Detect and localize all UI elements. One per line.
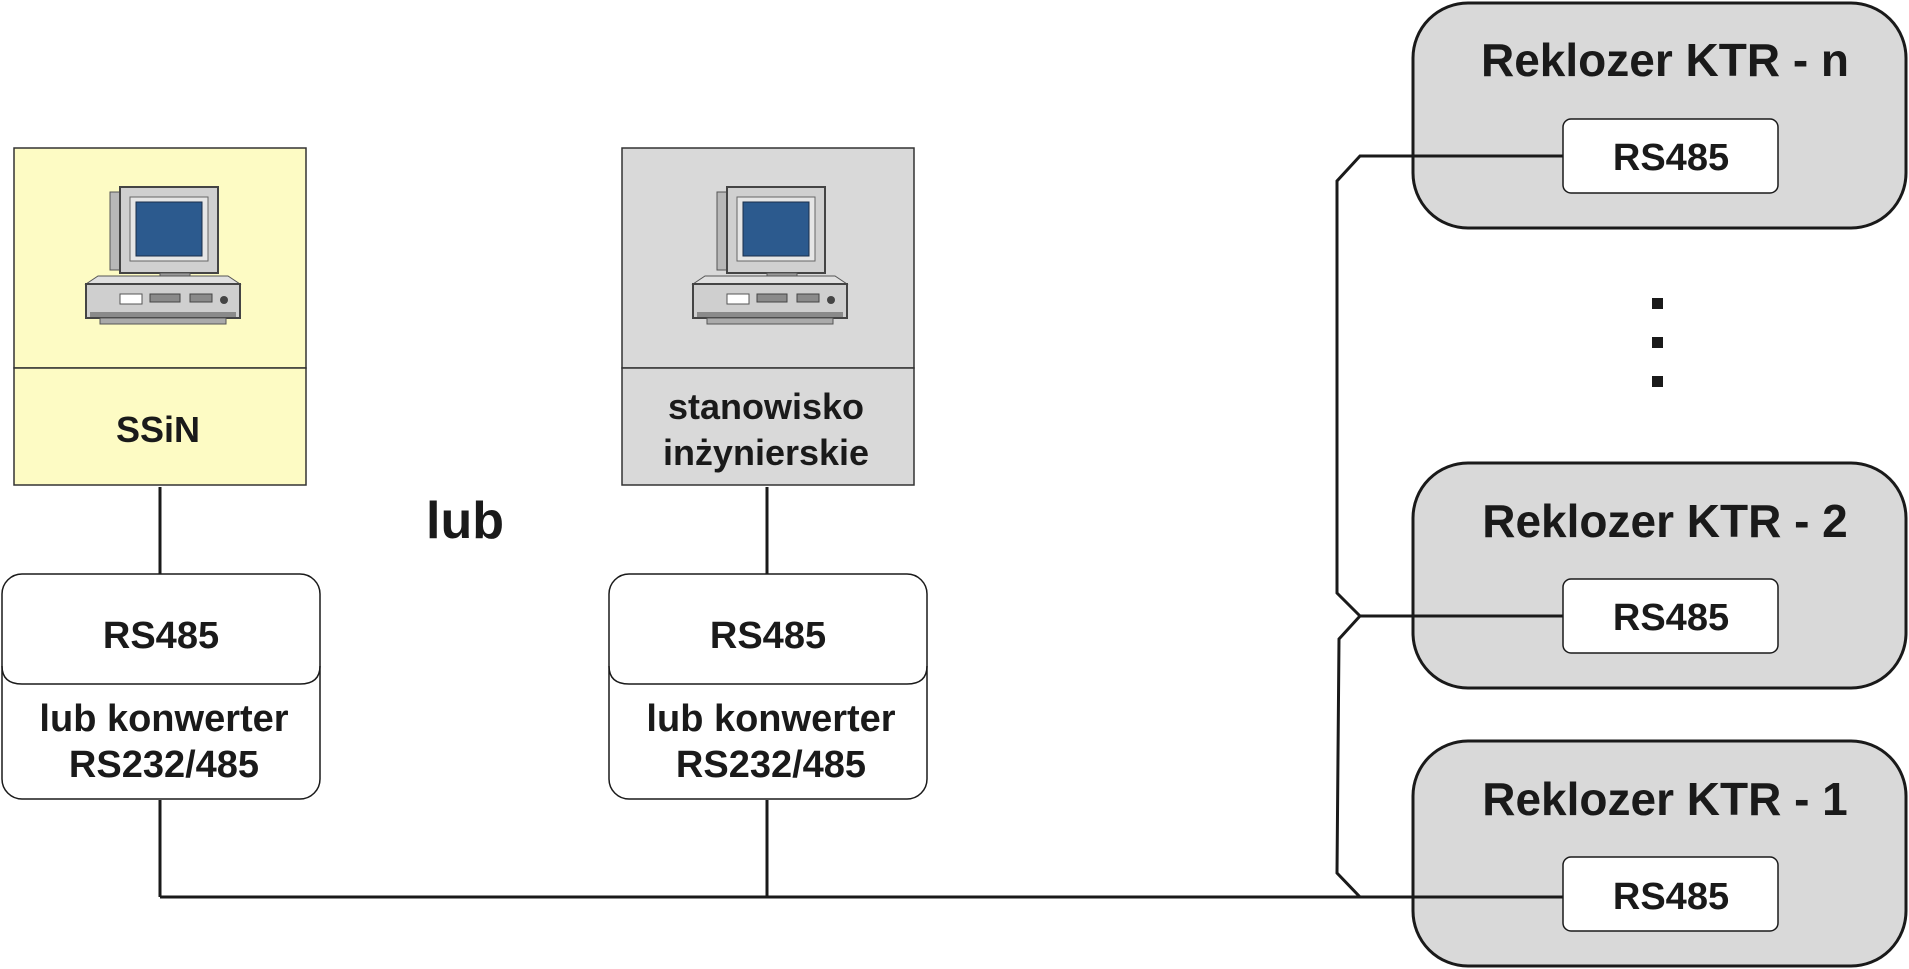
converter-2-alt-line1: lub konwerter: [646, 698, 895, 740]
reklozer-n-title: Reklozer KTR - n: [1481, 34, 1849, 86]
eng-label-line2: inżynierskie: [663, 432, 869, 473]
converter-2-divider: [608, 665, 928, 685]
converter-1-rs485: RS485: [103, 615, 219, 657]
converter-2-alt-line2: RS232/485: [676, 744, 866, 786]
converter-1-box: [1, 573, 321, 800]
converter-2-box: [608, 573, 928, 800]
reklozer-1: Reklozer KTR - 1 RS485: [1411, 739, 1908, 968]
engineering-workstation: stanowisko inżynierskie: [621, 147, 915, 486]
reklozer-2-port-label: RS485: [1613, 597, 1729, 639]
eng-label-line1: stanowisko: [668, 386, 864, 427]
ellipsis-dot: [1652, 376, 1663, 387]
more-reklozers-ellipsis: [1652, 298, 1663, 387]
ssin-label: SSiN: [116, 409, 200, 450]
converter-1-divider: [1, 665, 321, 685]
reklozer-n-box: [1411, 1, 1908, 230]
converter-1-alt-line1: lub konwerter: [39, 698, 288, 740]
reklozer-2-title: Reklozer KTR - 2: [1482, 495, 1848, 547]
reklozer-2-box: [1411, 461, 1908, 690]
eng-label-panel: [621, 367, 915, 486]
converter-1-alt-line2: RS232/485: [69, 744, 259, 786]
reklozer-1-port-box: [1562, 856, 1779, 932]
reklozer-n: Reklozer KTR - n RS485: [1411, 1, 1908, 230]
reklozer-n-port-label: RS485: [1613, 137, 1729, 179]
or-separator: lub: [426, 492, 504, 550]
converter-2-rs485: RS485: [710, 615, 826, 657]
converter-2: RS485 lub konwerter RS232/485: [608, 573, 928, 800]
reklozer-1-port-label: RS485: [1613, 876, 1729, 918]
reklozer-1-title: Reklozer KTR - 1: [1482, 773, 1848, 825]
converter-1: RS485 lub konwerter RS232/485: [1, 573, 321, 800]
reklozer-2: Reklozer KTR - 2 RS485: [1411, 461, 1908, 690]
ssin-workstation: SSiN: [13, 147, 307, 486]
ellipsis-dot: [1652, 337, 1663, 348]
ellipsis-dot: [1652, 298, 1663, 309]
reklozer-1-box: [1411, 739, 1908, 968]
ssin-label-panel: [13, 367, 307, 486]
